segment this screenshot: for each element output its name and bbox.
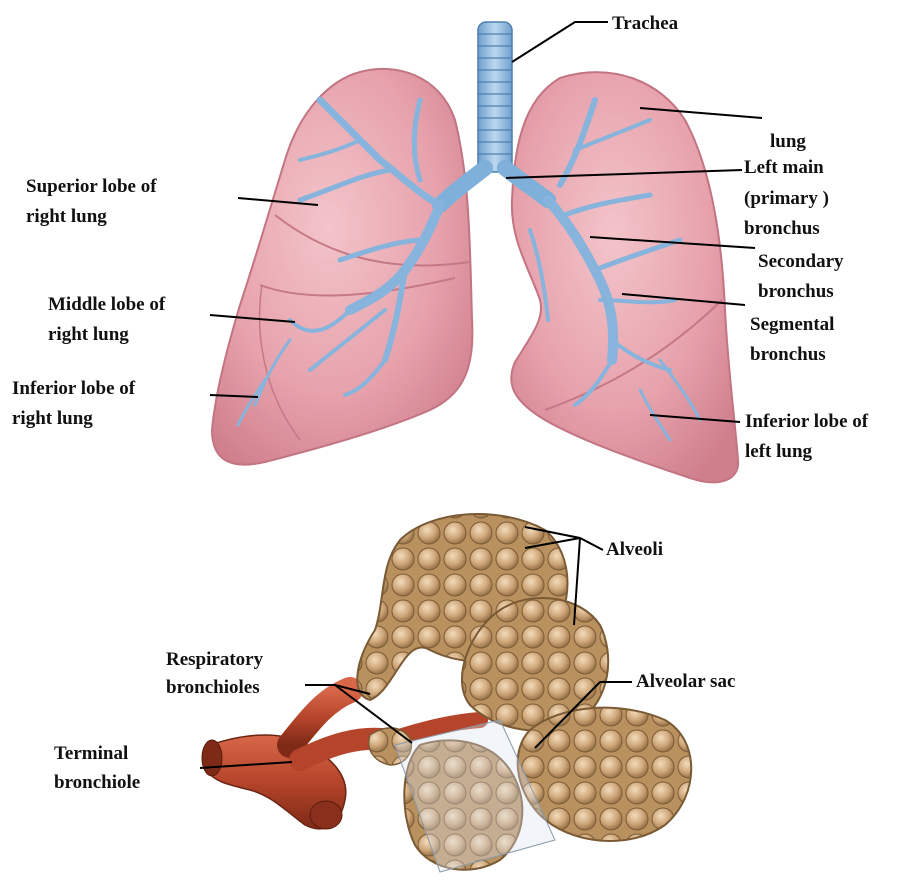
label-left-main-bronchus-2: (primary ) [744, 187, 829, 211]
label-alveoli: Alveoli [606, 538, 663, 562]
trachea-tube [478, 22, 512, 172]
label-inferior-lobe-right-2: right lung [12, 407, 93, 431]
label-middle-lobe-1: Middle lobe of [48, 293, 165, 317]
left-lung [511, 72, 738, 482]
label-lung: lung [770, 130, 806, 154]
lungs-illustration [212, 22, 738, 482]
label-left-main-bronchus-3: bronchus [744, 217, 820, 241]
label-secondary-bronchus-1: Secondary [758, 250, 844, 274]
label-superior-lobe-1: Superior lobe of [26, 175, 157, 199]
label-left-main-bronchus-1: Left main [744, 156, 824, 180]
right-lung [212, 69, 472, 465]
label-inferior-lobe-right-1: Inferior lobe of [12, 377, 135, 401]
alveoli-illustration [202, 514, 691, 872]
label-middle-lobe-2: right lung [48, 323, 129, 347]
label-inferior-lobe-left-1: Inferior lobe of [745, 410, 868, 434]
label-superior-lobe-2: right lung [26, 205, 107, 229]
label-secondary-bronchus-2: bronchus [758, 280, 834, 304]
trachea-leader [512, 22, 608, 62]
label-segmental-bronchus-1: Segmental [750, 313, 834, 337]
label-respiratory-bronchioles-1: Respiratory [166, 648, 263, 672]
label-terminal-bronchiole-2: bronchiole [54, 771, 140, 795]
label-respiratory-bronchioles-2: bronchioles [166, 676, 260, 700]
label-trachea: Trachea [612, 12, 678, 36]
label-segmental-bronchus-2: bronchus [750, 343, 826, 367]
label-inferior-lobe-left-2: left lung [745, 440, 812, 464]
label-alveolar-sac: Alveolar sac [636, 670, 735, 694]
label-terminal-bronchiole-1: Terminal [54, 742, 128, 766]
